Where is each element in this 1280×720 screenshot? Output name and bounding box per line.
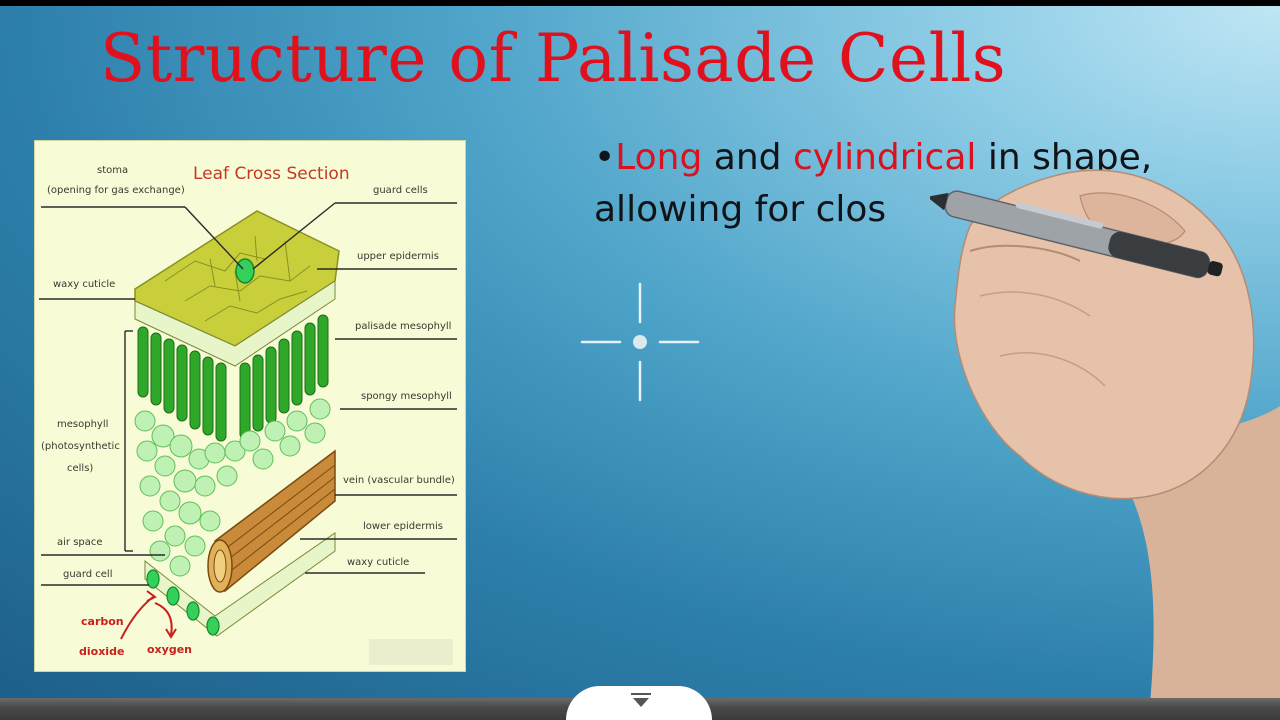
stoma-shape [235,258,255,284]
keyword-cylindrical: cylindrical [792,137,977,178]
label-lower-epidermis: lower epidermis [363,521,443,532]
leaf-cross-section-diagram: Leaf Cross Section [34,140,466,672]
label-mesophyll-3: cells) [67,463,93,474]
label-air-space: air space [57,537,103,548]
label-mesophyll-1: mesophyll [57,419,108,430]
label-mesophyll-2: (photosynthetic [41,441,120,452]
pen-hand [930,169,1280,698]
text-in-shape: in shape, [976,137,1153,178]
bullet-point: •Long and cylindrical in shape, allowing… [594,132,1274,236]
leaf-surface-cells [164,235,311,322]
label-guard-cell: guard cell [63,569,112,580]
label-stoma: stoma [97,165,128,176]
palisade-cells [137,314,329,442]
crosshair-icon [580,282,700,402]
label-carbon-1: carbon [81,615,124,628]
leader-lines [39,202,457,586]
guard-cells-bottom [146,569,220,636]
label-palisade-mesophyll: palisade mesophyll [355,321,451,332]
label-oxygen: oxygen [147,643,192,656]
upper-epidermis-band [134,280,336,367]
keyword-long: Long [615,137,703,178]
label-carbon-2: dioxide [79,645,124,658]
spongy-cells [134,398,331,577]
label-vein: vein (vascular bundle) [343,475,455,486]
slide: Structure of Palisade Cells Leaf Cross S… [0,6,1280,698]
bullet-line-1: •Long and cylindrical in shape, [594,132,1274,184]
diagram-corner-patch [369,639,453,665]
text-and: and [702,137,793,178]
slide-title: Structure of Palisade Cells [100,20,1007,97]
chevron-down-icon[interactable] [630,692,652,708]
label-spongy-mesophyll: spongy mesophyll [361,391,452,402]
label-guard-cells: guard cells [373,185,428,196]
diagram-title: Leaf Cross Section [193,164,350,184]
label-waxy-cuticle-bottom: waxy cuticle [347,557,409,568]
vein-shape [207,449,336,593]
label-waxy-cuticle-top: waxy cuticle [53,279,115,290]
label-stoma-desc: (opening for gas exchange) [47,185,185,196]
bullet-line-2: allowing for clos [594,189,887,230]
label-upper-epidermis: upper epidermis [357,251,439,262]
gas-arrows [120,590,177,640]
bullet-marker: • [594,137,616,178]
